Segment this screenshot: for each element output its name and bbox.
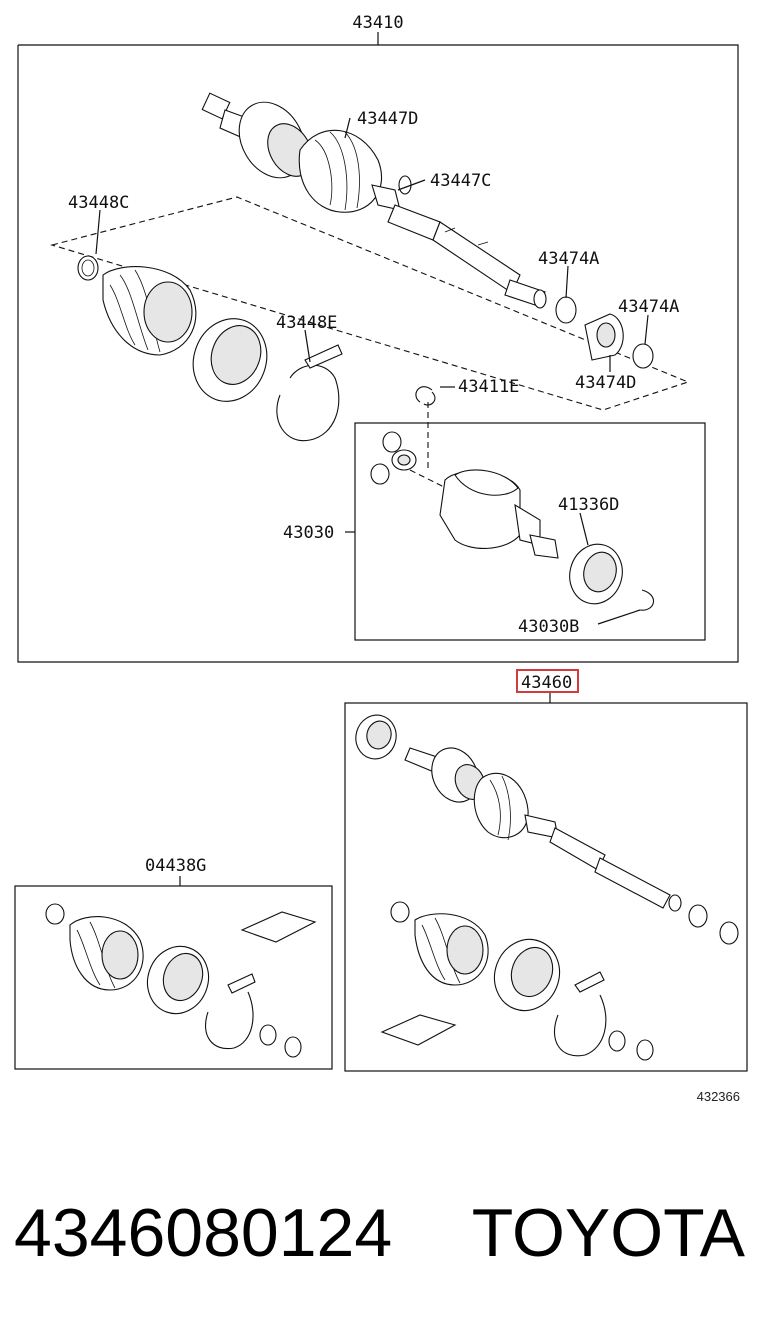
clamp-43460[interactable] bbox=[390, 901, 410, 923]
label-43474A-2[interactable]: 43474A bbox=[618, 297, 679, 317]
label-43447D[interactable]: 43447D bbox=[357, 109, 418, 129]
leader-43030B bbox=[597, 609, 641, 625]
clamp-43448C[interactable] bbox=[77, 255, 99, 281]
highlight-43460 bbox=[516, 669, 579, 693]
label-43474D[interactable]: 43474D bbox=[575, 373, 636, 393]
leader-43448E bbox=[304, 329, 311, 363]
snap-ring-43030B[interactable] bbox=[639, 589, 654, 611]
oil-seal-41336D[interactable] bbox=[563, 538, 629, 609]
leader-43447D bbox=[344, 117, 351, 139]
label-43448E[interactable]: 43448E bbox=[276, 313, 337, 333]
ring-43474A-2[interactable] bbox=[632, 343, 654, 369]
inner-boot-04438G[interactable] bbox=[69, 916, 144, 991]
clamp-04438G[interactable] bbox=[45, 903, 65, 925]
label-43410[interactable]: 43410 bbox=[352, 13, 403, 33]
ring-43460-4[interactable] bbox=[636, 1039, 654, 1061]
inner-boot[interactable] bbox=[102, 266, 197, 356]
inner-joint-housing[interactable] bbox=[439, 469, 559, 559]
tripod-housing-04438G[interactable] bbox=[138, 938, 218, 1022]
boot-kit-04438G: 04438G bbox=[14, 856, 333, 1070]
label-43030B[interactable]: 43030B bbox=[518, 617, 579, 637]
inner-boot-43460[interactable] bbox=[414, 913, 489, 986]
label-43411E[interactable]: 43411E bbox=[458, 377, 519, 397]
ring-43460-3[interactable] bbox=[608, 1030, 626, 1052]
band-04438G[interactable] bbox=[204, 973, 256, 1050]
label-43448C[interactable]: 43448C bbox=[68, 193, 129, 213]
label-41336D[interactable]: 41336D bbox=[558, 495, 619, 515]
assembly-43460: 43460 bbox=[344, 669, 748, 1072]
label-43460[interactable]: 43460 bbox=[521, 673, 572, 693]
ring-43460-1[interactable] bbox=[688, 904, 708, 928]
label-43474A-1[interactable]: 43474A bbox=[538, 249, 599, 269]
ring-43460-2[interactable] bbox=[719, 921, 739, 945]
drive-shaft[interactable] bbox=[201, 90, 547, 309]
band-43448E[interactable] bbox=[276, 344, 343, 442]
tripod-housing[interactable] bbox=[182, 308, 278, 412]
drive-shaft-43460[interactable] bbox=[404, 740, 682, 912]
ring-04438G-1[interactable] bbox=[259, 1024, 277, 1046]
frame-43410 bbox=[17, 44, 739, 663]
snap-ring-43411E[interactable] bbox=[415, 386, 436, 406]
leader-43474A-1 bbox=[565, 265, 569, 299]
damper-43474D[interactable] bbox=[584, 313, 624, 361]
label-04438G[interactable]: 04438G bbox=[145, 856, 206, 876]
assembly-43410: 43410 43447D 43447C bbox=[17, 13, 739, 663]
leader-41336D bbox=[579, 512, 589, 546]
band-43460[interactable] bbox=[553, 971, 607, 1057]
tripod-housing-43460[interactable] bbox=[485, 930, 570, 1020]
leader-dash-spider bbox=[409, 469, 451, 491]
frame-43460 bbox=[344, 702, 748, 1072]
seal-43460[interactable] bbox=[351, 711, 401, 764]
grease-pack-04438G[interactable] bbox=[240, 911, 317, 943]
leader-43474A-2 bbox=[644, 314, 649, 345]
label-43030[interactable]: 43030 bbox=[283, 523, 334, 543]
ring-43474A-1[interactable] bbox=[555, 296, 577, 324]
ring-04438G-2[interactable] bbox=[284, 1036, 302, 1058]
grease-pack-43460[interactable] bbox=[380, 1014, 457, 1046]
tripod-spider[interactable] bbox=[370, 431, 417, 485]
label-43447C[interactable]: 43447C bbox=[430, 171, 491, 191]
leader-43448C bbox=[95, 209, 101, 255]
brand-name: TOYOTA bbox=[472, 1195, 746, 1271]
frame-04438G bbox=[14, 885, 333, 1070]
figure-id: 432366 bbox=[697, 1089, 740, 1104]
leader-43447C bbox=[397, 179, 426, 191]
part-number: 4346080124 bbox=[14, 1195, 392, 1271]
